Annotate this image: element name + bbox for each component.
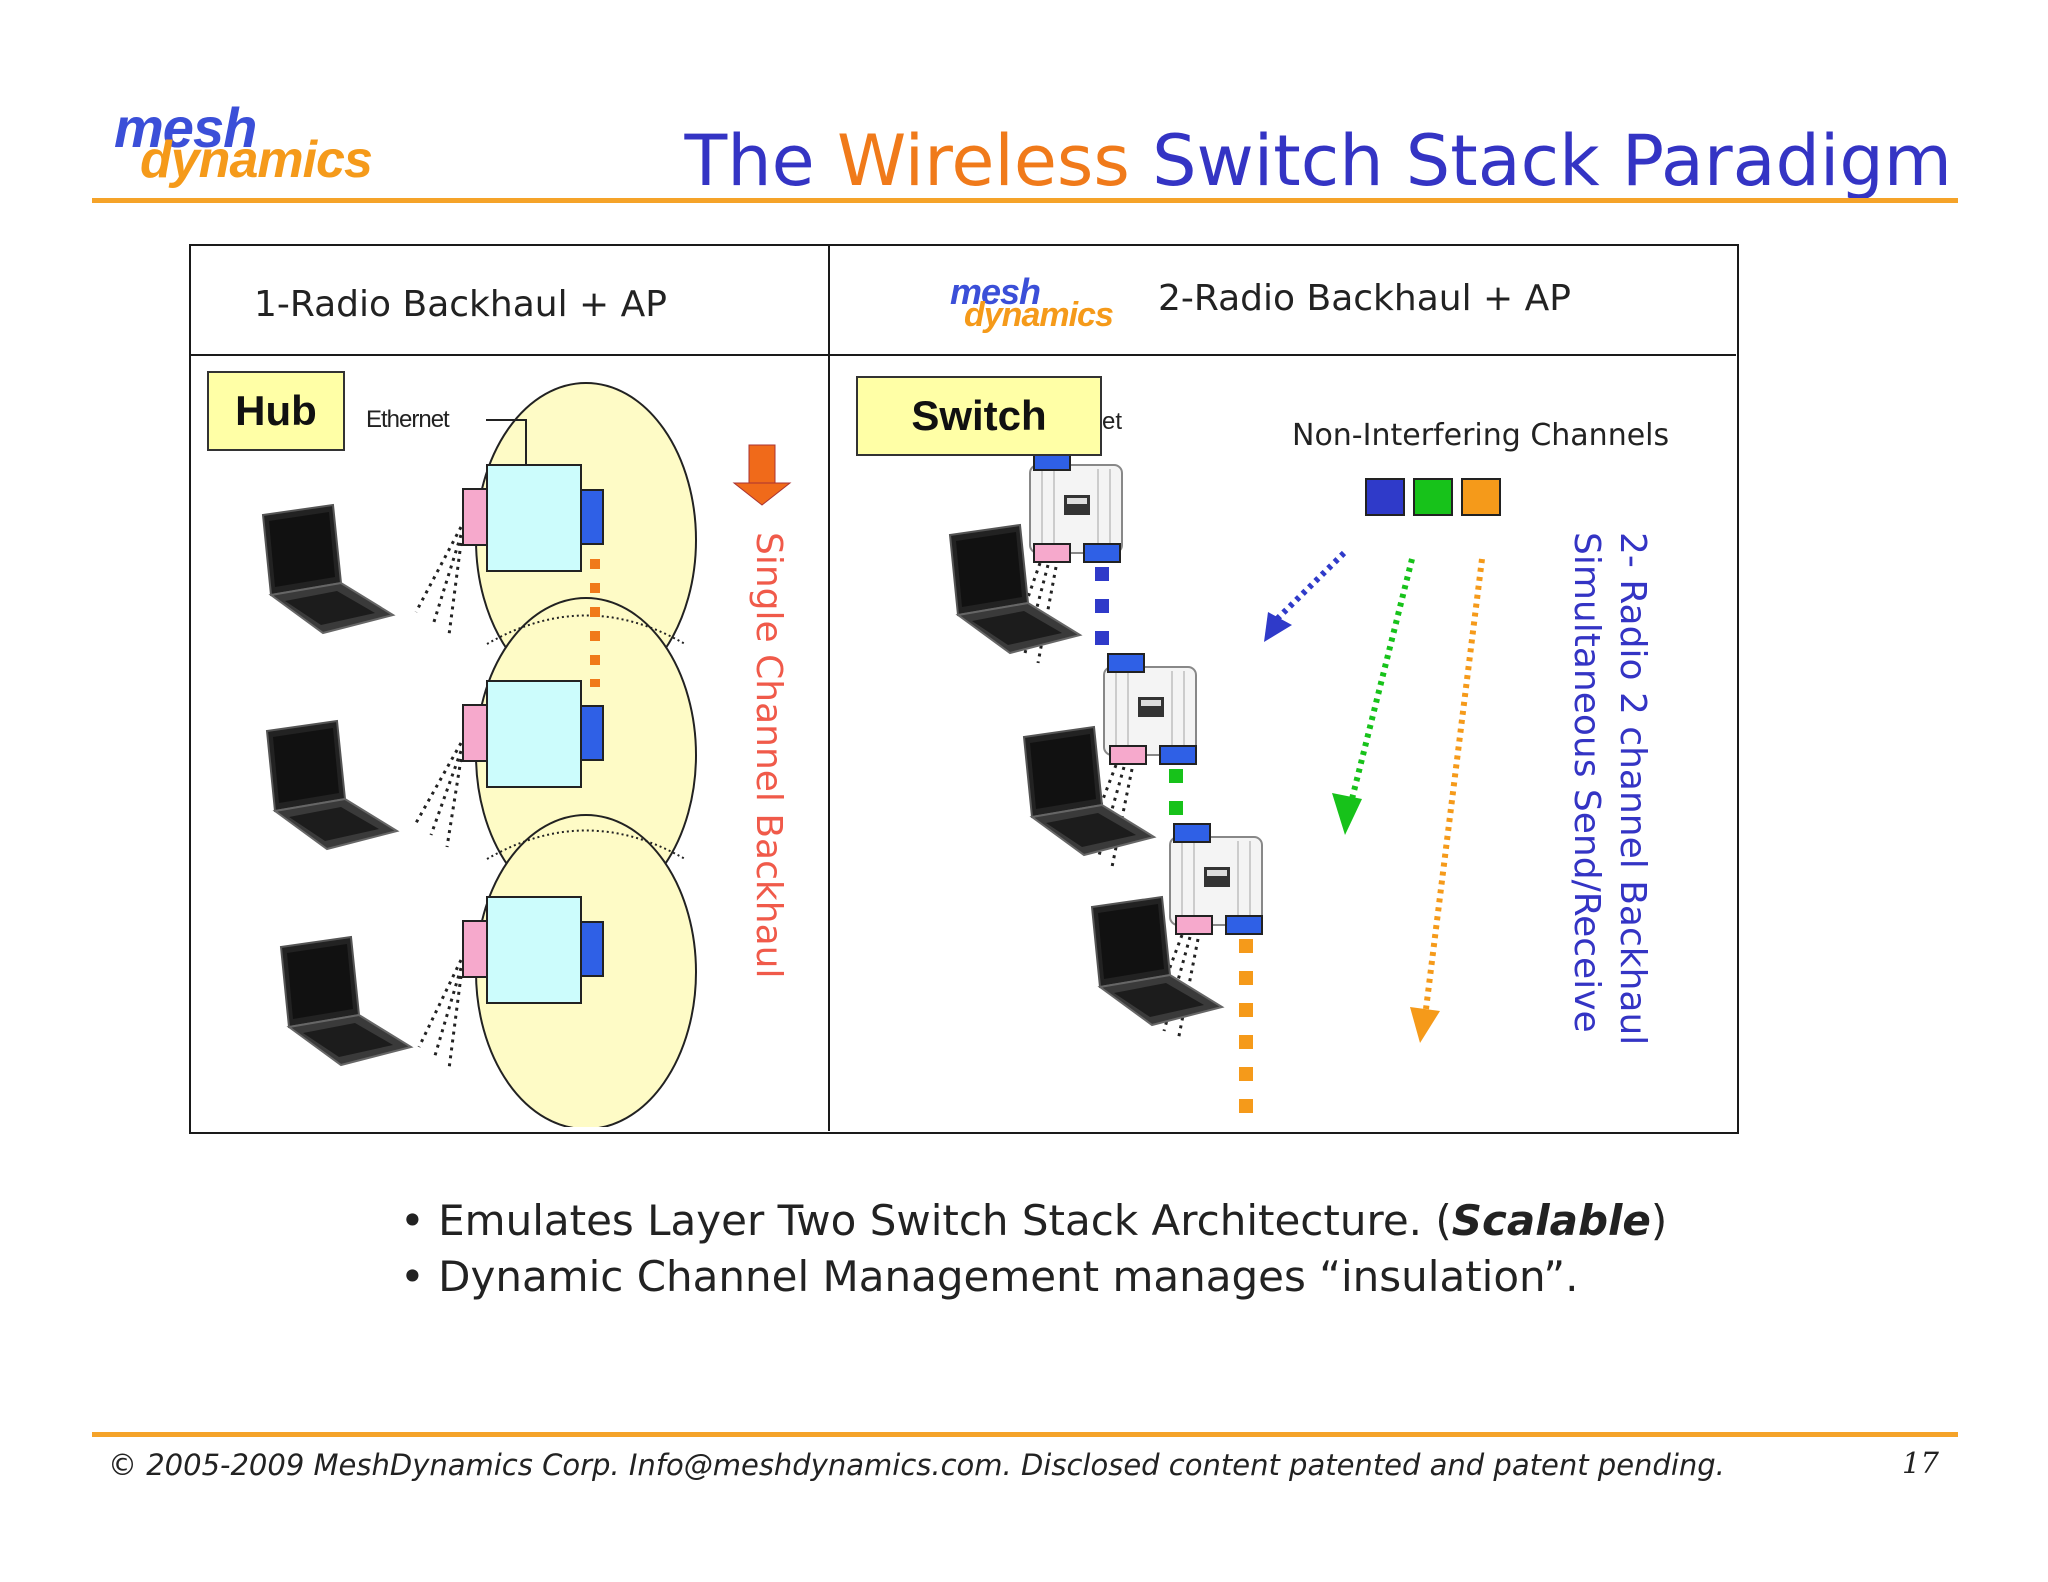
non-interfering-channels-label: Non-Interfering Channels (1292, 418, 1670, 453)
footer-rule (92, 1432, 1958, 1437)
ethernet-label-left: Ethernet (366, 406, 450, 433)
mesh-router-3 (1169, 836, 1263, 926)
title-rule (92, 198, 1958, 203)
simultaneous-send-receive-label: Simultaneous Send/Receive (1566, 532, 1607, 1033)
logo-mesh-text: mesh (114, 96, 257, 159)
bullet-1-suffix: ) (1650, 1196, 1668, 1245)
slide-title: The Wireless Switch Stack Paradigm (685, 120, 1952, 202)
title-accent-word: Wireless (836, 120, 1130, 202)
green-arrow-head-icon (1332, 793, 1362, 835)
footer-text: © 2005-2009 MeshDynamics Corp. Info@mesh… (108, 1448, 1725, 1482)
left-panel-header: 1-Radio Backhaul + AP (254, 284, 667, 325)
bullet-item-2: • Dynamic Channel Management manages “in… (400, 1252, 1579, 1301)
two-radio-backhaul-label: 2- Radio 2 channel Backhaul (1612, 532, 1653, 1046)
title-part-2: Switch Stack Paradigm (1129, 120, 1952, 202)
right-panel-diagram (880, 422, 1501, 1113)
bullet-list: • Emulates Layer Two Switch Stack Archit… (400, 1196, 1667, 1308)
ethernet-label-right: et (1102, 408, 1123, 435)
hub-node-3 (486, 896, 582, 1004)
bullet-1-text: Emulates Layer Two Switch Stack Architec… (438, 1196, 1452, 1245)
orange-arrow-head-icon (1410, 1007, 1440, 1043)
company-logo: mesh dynamics (112, 100, 382, 190)
bullet-2-text: Dynamic Channel Management manages “insu… (438, 1252, 1579, 1301)
bullet-item-1: • Emulates Layer Two Switch Stack Archit… (400, 1196, 1668, 1245)
hub-tag: Hub (207, 371, 345, 451)
hub-node-2 (486, 680, 582, 788)
right-panel-header: 2-Radio Backhaul + AP (1158, 278, 1571, 319)
small-logo-dynamics-text: dynamics (964, 296, 1114, 334)
bullet-1-emphasis: Scalable (1451, 1196, 1651, 1245)
laptop-3 (280, 936, 412, 1066)
laptop-2 (266, 720, 398, 850)
small-logo-mesh-text: mesh (950, 271, 1041, 312)
down-arrow-icon (732, 482, 792, 506)
mesh-router-2 (1103, 666, 1197, 756)
switch-tag: Switch (856, 376, 1102, 456)
diagram-divider-horizontal (190, 354, 1736, 356)
mesh-router-1 (1029, 464, 1123, 554)
right-header-logo: mesh dynamics (950, 274, 1130, 334)
channel-square-orange (1461, 478, 1501, 516)
channel-square-green (1413, 478, 1453, 516)
diagram-divider-vertical (828, 245, 830, 1131)
blue-arrow-head-icon (1264, 612, 1292, 642)
channel-square-blue (1365, 478, 1405, 516)
single-channel-backhaul-label: Single Channel Backhaul (748, 532, 789, 979)
logo-dynamics-text: dynamics (140, 131, 373, 189)
page-number: 17 (1902, 1446, 1939, 1480)
left-panel-diagram (262, 382, 792, 1127)
title-part-1: The (684, 120, 837, 202)
laptop-1 (262, 504, 394, 634)
hub-node-1 (486, 464, 582, 572)
